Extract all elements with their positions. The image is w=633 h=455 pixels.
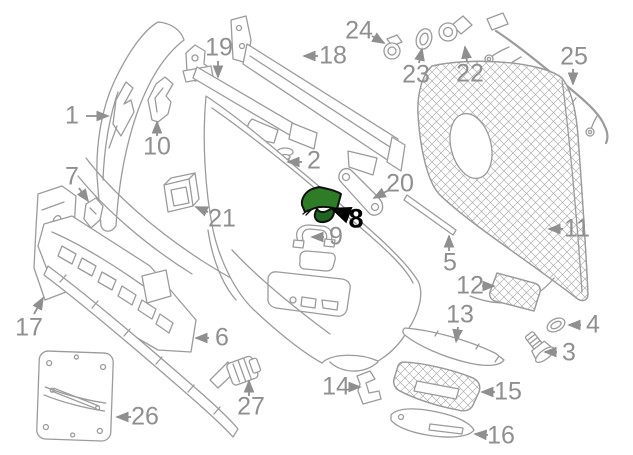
impact-bar-part18-drawing bbox=[230, 15, 406, 176]
part-label-15: 15 bbox=[494, 377, 522, 406]
radar-module-part21-drawing bbox=[163, 172, 200, 213]
part-label-18: 18 bbox=[319, 41, 347, 70]
part-label-12: 12 bbox=[456, 271, 484, 300]
part-label-22: 22 bbox=[456, 59, 484, 88]
grille-insert-part12-drawing bbox=[489, 272, 541, 312]
part-arrow-22 bbox=[461, 45, 472, 63]
part-arrow-17 bbox=[32, 296, 44, 315]
part-label-6: 6 bbox=[215, 323, 229, 352]
part-arrow-16 bbox=[473, 429, 489, 441]
parking-sensor-part22-drawing bbox=[438, 15, 473, 42]
fog-lamp-grille-part15-drawing bbox=[393, 361, 481, 412]
part-label-13: 13 bbox=[446, 300, 474, 329]
part-label-3: 3 bbox=[562, 338, 576, 367]
washer-ring-part4-drawing bbox=[546, 317, 566, 333]
bracket-part9-drawing bbox=[292, 224, 336, 249]
part-label-27: 27 bbox=[237, 392, 265, 421]
parking-sensor-part24-drawing bbox=[383, 34, 403, 60]
crossmember-part19-drawing bbox=[182, 44, 318, 150]
part-label-7: 7 bbox=[65, 162, 79, 191]
part-label-23: 23 bbox=[402, 60, 430, 89]
part-arrow-23 bbox=[414, 47, 425, 64]
part-label-2: 2 bbox=[307, 146, 321, 175]
part-label-5: 5 bbox=[443, 248, 457, 277]
part-label-11: 11 bbox=[564, 214, 590, 243]
part-label-1: 1 bbox=[65, 101, 79, 130]
bracket-part7-drawing bbox=[83, 197, 104, 229]
lower-trim-part16-drawing bbox=[390, 408, 475, 438]
side-trim-part1-drawing bbox=[96, 21, 185, 232]
part-arrow-21 bbox=[194, 206, 209, 217]
part-label-8: 8 bbox=[348, 203, 364, 234]
part-label-16: 16 bbox=[487, 421, 515, 450]
part-arrow-20 bbox=[372, 187, 390, 199]
headlamp-washer-cover-part8-drawing bbox=[300, 186, 342, 224]
strut-part20-drawing bbox=[338, 167, 384, 216]
front-spoiler-strip-part17-drawing bbox=[43, 265, 239, 438]
radiator-grille-part11-drawing bbox=[417, 60, 589, 302]
impact-absorber-part6-drawing bbox=[37, 215, 197, 353]
part-label-17: 17 bbox=[15, 313, 43, 342]
part-label-24: 24 bbox=[345, 16, 373, 45]
part-arrow-13 bbox=[452, 326, 464, 343]
part-label-26: 26 bbox=[131, 402, 159, 431]
part-label-4: 4 bbox=[586, 310, 600, 339]
part-label-20: 20 bbox=[386, 169, 414, 198]
part-arrow-24 bbox=[371, 32, 386, 44]
part-arrow-7 bbox=[76, 187, 90, 203]
bracket-part10-drawing bbox=[147, 76, 174, 123]
part-label-19: 19 bbox=[205, 33, 233, 62]
part-label-10: 10 bbox=[143, 132, 171, 161]
license-plate-bracket-part26-drawing bbox=[36, 350, 114, 442]
part-label-21: 21 bbox=[208, 204, 236, 233]
part-label-14: 14 bbox=[322, 372, 350, 401]
part-label-25: 25 bbox=[560, 42, 588, 71]
part-arrow-8 bbox=[330, 206, 353, 224]
part-label-9: 9 bbox=[329, 222, 343, 251]
